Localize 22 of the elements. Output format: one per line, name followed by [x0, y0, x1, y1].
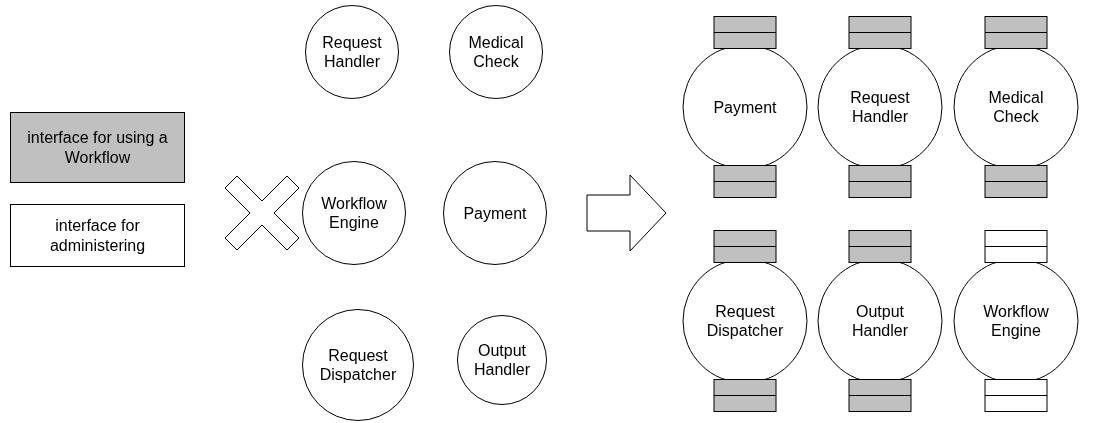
component-name: Payment: [712, 97, 778, 117]
legend-text: interface for using a Workflow: [26, 127, 169, 168]
component-drawing: [817, 230, 943, 412]
component-name: Output Handler: [473, 341, 531, 379]
component-name: Output Handler: [851, 302, 909, 340]
component-name: Medical Check: [467, 33, 525, 71]
component-name: Workflow Engine: [982, 302, 1050, 340]
component-drawing: [953, 16, 1079, 198]
component-drawing: [817, 16, 943, 198]
multiplication-sign: [224, 175, 300, 251]
component-drawing: [682, 230, 808, 412]
component-name: Request Dispatcher: [318, 346, 398, 384]
component-name: Request Dispatcher: [705, 302, 785, 340]
component-drawing: [953, 230, 1079, 412]
component-name: Payment: [462, 203, 528, 223]
component-name: Request Handler: [849, 88, 911, 126]
legend-text: interface for administering: [48, 215, 147, 256]
component-drawing: [682, 16, 808, 198]
component-name: Medical Check: [987, 88, 1045, 126]
component-name: Request Handler: [321, 33, 383, 71]
component-name: Workflow Engine: [320, 194, 388, 232]
block-arrow: [586, 174, 667, 252]
